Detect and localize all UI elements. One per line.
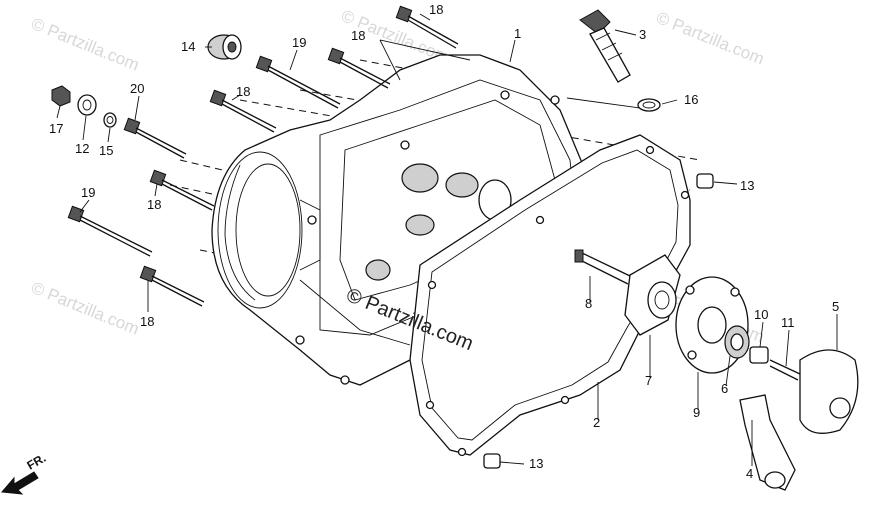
forward-direction-indicator: FR.: [0, 451, 49, 495]
callout-18-left: 18: [147, 197, 161, 212]
callout-20: 20: [130, 81, 144, 96]
callout-18-bottom-left: 18: [140, 314, 154, 329]
callout-5: 5: [832, 299, 839, 314]
callout-6: 6: [721, 381, 728, 396]
callout-10: 10: [754, 307, 768, 322]
callout-9: 9: [693, 405, 700, 420]
callout-11: 11: [781, 315, 795, 330]
callout-2: 2: [593, 415, 600, 430]
forward-label: FR.: [25, 451, 49, 473]
callout-16: 16: [684, 92, 698, 107]
callout-1: 1: [514, 26, 521, 41]
callout-18-top: 18: [429, 2, 443, 17]
callout-12: 12: [75, 141, 89, 156]
callout-14: 14: [181, 39, 195, 54]
clutch-lifter-assembly: [574, 249, 859, 491]
leader-lines: [56, 13, 838, 466]
oil-filler-cap: [579, 9, 661, 112]
callout-19-top: 19: [292, 35, 306, 50]
watermark-top-left: © Partzilla.com: [29, 14, 142, 75]
forward-arrow-icon: [0, 471, 39, 495]
callout-19-left: 19: [81, 185, 95, 200]
callout-18-mid-left: 18: [236, 84, 250, 99]
cover-bolts: [67, 5, 459, 307]
callout-18-upper-mid: 18: [351, 28, 365, 43]
callout-15: 15: [99, 143, 113, 158]
watermark-top-right: © Partzilla.com: [654, 8, 767, 69]
callout-13-upper: 13: [740, 178, 754, 193]
callout-labels: 1 2 3 4 5 6 7 8 9 10 11 12 13 13 14 15 1…: [49, 2, 839, 481]
callout-13-lower: 13: [529, 456, 543, 471]
dowel-pins: [483, 173, 714, 469]
callout-4: 4: [746, 466, 753, 481]
callout-7: 7: [645, 373, 652, 388]
callout-17: 17: [49, 121, 63, 136]
watermark-bottom-left: © Partzilla.com: [29, 278, 142, 339]
callout-3: 3: [639, 27, 646, 42]
callout-8: 8: [585, 296, 592, 311]
